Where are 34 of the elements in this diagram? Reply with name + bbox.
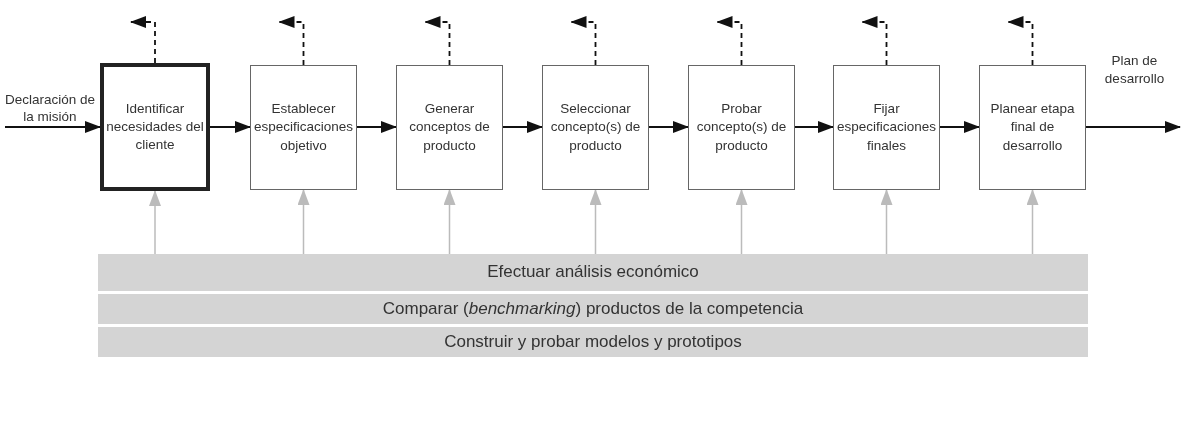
process-box: Identificar necesidades del cliente <box>100 63 210 191</box>
feedback-arrow <box>278 16 305 66</box>
process-box: Establecer especificaciones objetivo <box>250 65 357 190</box>
feedback-arrow <box>570 16 597 66</box>
process-box: Planear etapa final de desarrollo <box>979 65 1086 190</box>
activity-bar: Construir y probar modelos y prototipos <box>98 327 1088 357</box>
arrow <box>1085 121 1181 133</box>
process-box: Generar conceptos de producto <box>396 65 503 190</box>
activity-bar: Efectuar análisis económico <box>98 254 1088 291</box>
support-arrow <box>589 189 602 255</box>
support-arrow <box>443 189 456 255</box>
process-box: Seleccionar concepto(s) de producto <box>542 65 649 190</box>
feedback-arrow <box>861 16 888 66</box>
text-label: Plan de desarrollo <box>1089 52 1180 136</box>
support-arrow <box>735 189 748 255</box>
activity-bar: Comparar (benchmarking) productos de la competencia <box>98 294 1088 324</box>
feedback-arrow <box>1007 16 1034 66</box>
text-label: Declaración de la misión <box>3 78 97 126</box>
arrow <box>209 121 251 133</box>
arrow <box>4 121 101 133</box>
support-arrow <box>880 189 893 255</box>
support-arrow <box>297 189 310 255</box>
feedback-arrow <box>716 16 743 66</box>
arrow <box>648 121 689 133</box>
support-arrow <box>1026 189 1039 255</box>
process-box: Fijar especificaciones finales <box>833 65 940 190</box>
feedback-arrow <box>424 16 451 66</box>
process-box: Probar concepto(s) de producto <box>688 65 795 190</box>
arrow <box>356 121 397 133</box>
support-arrow <box>149 190 161 255</box>
feedback-arrow <box>130 16 156 64</box>
arrow <box>794 121 834 133</box>
arrow <box>939 121 980 133</box>
arrow <box>502 121 543 133</box>
